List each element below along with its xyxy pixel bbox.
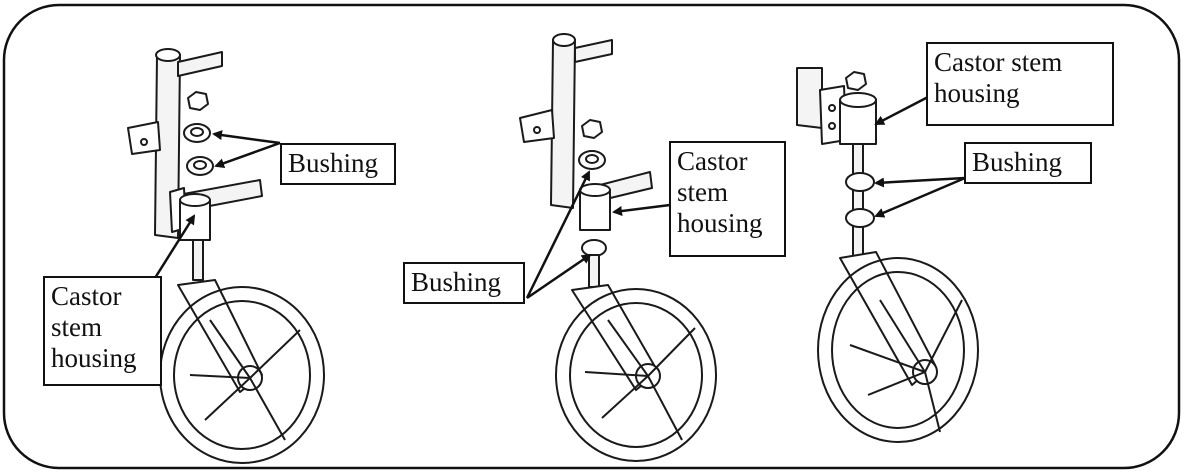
- wheel-tire: [555, 288, 717, 462]
- nut: [845, 71, 867, 91]
- bracket-hole: [140, 138, 148, 146]
- frame-strut: [574, 39, 613, 63]
- right-bushing-text: Bushing: [972, 147, 1063, 177]
- wheel-rim: [569, 302, 703, 448]
- arrow-left-housing: [153, 214, 196, 279]
- right-housing-line-1: Castor stem: [934, 47, 1063, 77]
- left-housing-line-1: Castor: [51, 281, 122, 311]
- wheel-rim: [831, 271, 965, 429]
- arrow-middle-bushing-bottom: [526, 253, 592, 300]
- castor-stem: [588, 254, 600, 288]
- frame-tube: [550, 39, 576, 209]
- left-housing-line-3: housing: [51, 343, 137, 373]
- right-assembly: [796, 67, 979, 443]
- frame-tube-top: [552, 33, 576, 47]
- left-assembly: [127, 48, 325, 464]
- bushing-top-hole: [190, 127, 204, 137]
- bushing-bottom-hole: [193, 160, 207, 170]
- arrow-left-bushing-bottom: [214, 141, 281, 168]
- frame-strut: [177, 51, 223, 77]
- arrow-right-housing: [874, 95, 929, 126]
- middle-housing-line-1: Castor: [677, 146, 748, 176]
- middle-housing-label: Castor stem housing: [669, 141, 786, 257]
- bushing-bottom: [845, 208, 875, 228]
- middle-housing-line-3: housing: [677, 208, 763, 238]
- frame-tube: [796, 67, 823, 129]
- wheel-spokes: [849, 299, 963, 433]
- left-housing-line-2: stem: [51, 312, 102, 342]
- arrow-left-bushing-top: [212, 130, 281, 145]
- nut: [187, 91, 209, 111]
- middle-assembly: [519, 33, 717, 462]
- arrow-right-bushing-top: [874, 176, 966, 188]
- stem-housing-top: [179, 193, 211, 207]
- arrow-middle-housing: [612, 203, 671, 216]
- bracket-hole: [828, 104, 836, 112]
- bushing-top-hole: [585, 154, 599, 164]
- left-housing-label: Castor stem housing: [43, 276, 162, 386]
- leader-arrows: [153, 95, 966, 300]
- right-housing-line-2: housing: [934, 78, 1020, 108]
- nut: [581, 119, 603, 139]
- stem-housing-top: [579, 183, 611, 197]
- left-bushing-label: Bushing: [280, 143, 396, 185]
- bracket-hole: [533, 126, 541, 134]
- bracket-hole: [828, 122, 836, 130]
- wheel-tire: [817, 257, 979, 443]
- stem-housing-top: [839, 92, 877, 108]
- frame-tube-top: [155, 48, 181, 62]
- right-housing-label: Castor stem housing: [926, 42, 1114, 126]
- outer-frame: [2, 3, 1181, 470]
- left-bushing-text: Bushing: [288, 148, 379, 178]
- bushing-bottom: [581, 239, 607, 257]
- right-bushing-label: Bushing: [964, 142, 1092, 184]
- middle-bushing-text: Bushing: [411, 267, 502, 297]
- wheel-spokes: [584, 319, 696, 441]
- middle-housing-line-2: stem: [677, 177, 728, 207]
- bushing-top: [845, 172, 875, 192]
- arrow-right-bushing-bottom: [874, 176, 966, 218]
- castor-stem: [852, 143, 864, 257]
- middle-bushing-label: Bushing: [403, 262, 525, 304]
- castor-stem: [192, 239, 204, 281]
- wheel-spokes: [189, 319, 301, 441]
- arrow-middle-bushing-top: [525, 170, 591, 299]
- wheel-rim: [173, 300, 311, 450]
